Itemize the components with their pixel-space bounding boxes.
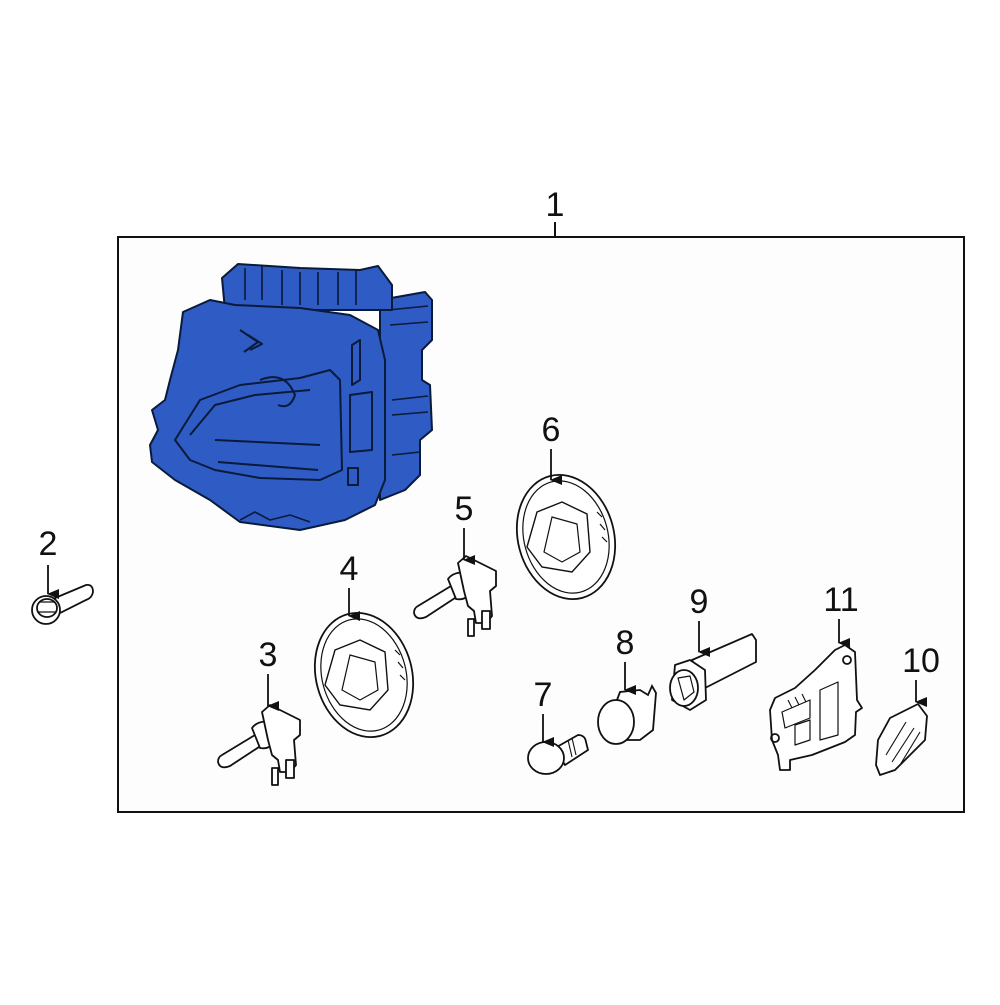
bulb-socket-lower[interactable] [217,704,301,786]
mounting-bracket[interactable] [769,644,863,771]
callout-label-1: 1 [545,186,565,224]
callout-label-11: 11 [823,581,859,619]
bulb-small[interactable] [527,734,590,775]
callout-arrows [47,449,927,747]
bulb-socket-upper[interactable] [413,555,497,637]
lens-reflector[interactable] [875,703,928,776]
callout-label-10: 10 [902,642,940,680]
callout-label-4: 4 [339,550,359,588]
bolt-part[interactable] [31,583,94,625]
callout-label-7: 7 [533,676,553,714]
led-module[interactable] [669,633,757,711]
callout-label-6: 6 [541,411,561,449]
callout-label-9: 9 [689,583,709,621]
socket-cap-upper[interactable] [503,464,628,611]
callout-label-3: 3 [258,636,278,674]
callout-label-2: 2 [38,525,58,563]
callout-label-8: 8 [615,624,635,662]
bulb-wedge[interactable] [597,684,657,745]
callout-label-5: 5 [454,490,474,528]
fog-lamp-housing[interactable] [149,263,433,531]
